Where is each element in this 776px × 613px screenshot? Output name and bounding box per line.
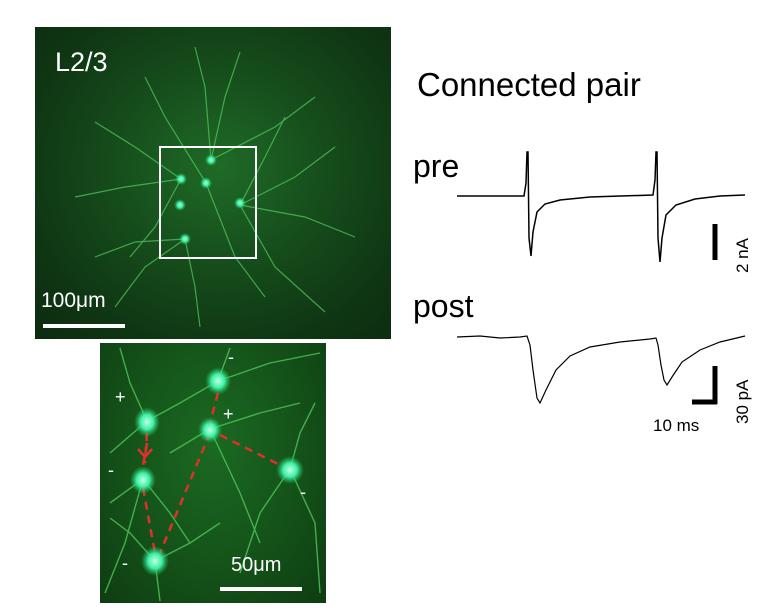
recording-title: Connected pair: [417, 66, 641, 103]
pre-trace: [457, 151, 746, 263]
neuron-sign: -: [108, 460, 114, 480]
post-trace-label: post: [413, 288, 474, 324]
neuron-soma: [198, 417, 222, 443]
time-scale-label: 10 ms: [653, 416, 700, 435]
neuron-soma: [141, 546, 169, 576]
post-trace: [456, 335, 746, 405]
neuron-soma: [175, 173, 187, 185]
overview-image: L2/3 100μm: [35, 27, 391, 339]
overview-neuron-drawing: [43, 46, 356, 328]
pre-scale-label: 2 nA: [733, 238, 752, 273]
neuron-sign: -: [122, 553, 128, 573]
neuron-soma: [174, 199, 186, 211]
neuron-sign: +: [115, 387, 126, 407]
dendrite-network: [74, 46, 356, 328]
zoomed-image: - + + - - - 50μm: [100, 343, 326, 603]
neuron-soma: [276, 456, 304, 484]
zoom-region-box: [159, 146, 257, 259]
neuron-soma: [200, 177, 212, 189]
connection-arrow: [137, 448, 153, 459]
neuron-soma: [134, 407, 160, 437]
zoomed-neuron-drawing: [104, 347, 321, 602]
neuron-soma: [179, 233, 191, 245]
neuron-soma: [130, 466, 156, 494]
pre-trace-label: pre: [413, 148, 460, 184]
neuron-sign: -: [228, 347, 234, 367]
neuron-soma: [205, 367, 231, 395]
neuron-soma: [234, 197, 246, 209]
overview-scalebar-label: 100μm: [41, 289, 106, 312]
zoomed-scalebar-label: 50μm: [231, 554, 282, 576]
post-scale-label: 30 pA: [733, 379, 752, 424]
layer-label: L2/3: [55, 47, 108, 77]
neuron-sign: -: [300, 482, 306, 502]
neuron-soma: [205, 154, 217, 166]
neuron-sign: +: [223, 404, 234, 424]
